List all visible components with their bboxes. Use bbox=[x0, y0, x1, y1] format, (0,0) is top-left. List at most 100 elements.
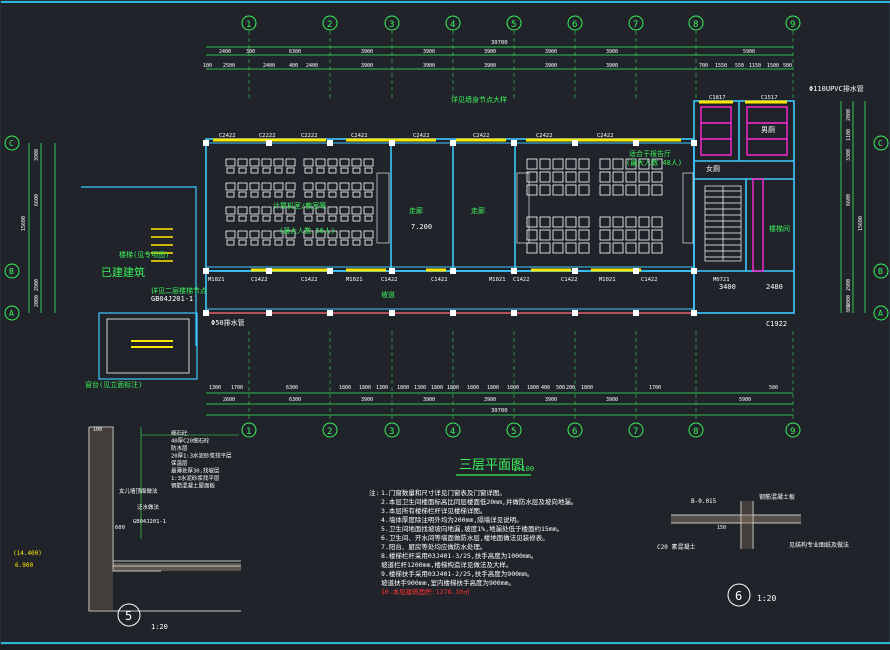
dim-bottom-r1: 1800 bbox=[487, 385, 499, 391]
axis-bubble-top-7: 7 bbox=[628, 15, 644, 31]
label-elev: 7.200 bbox=[411, 223, 432, 231]
note-line: 1.门窗数量和尺寸详见门窗表及门窗详图。 bbox=[381, 488, 506, 497]
dim-bottom-r2: 5900 bbox=[739, 397, 751, 403]
axis-label-top: 4 bbox=[450, 20, 455, 30]
axis-bubble-right-B: B bbox=[873, 263, 889, 279]
dim-left-inner: 3900 bbox=[34, 149, 40, 161]
dim-bottom-r1: 400 bbox=[541, 385, 550, 391]
d5-ref: GB04J201-1 bbox=[133, 519, 166, 525]
dim-right-inner: 1100 bbox=[846, 129, 852, 141]
axis-bubble-top-6: 6 bbox=[567, 15, 583, 31]
label-hall-2: 走廊 bbox=[471, 206, 485, 215]
axis-bubble-bottom-7: 7 bbox=[628, 422, 644, 438]
label-stair-note: 楼梯(见专项图) bbox=[119, 250, 169, 259]
d6-note-br: 见结构专业图纸及做法 bbox=[789, 541, 849, 549]
axis-label-top: 1 bbox=[246, 20, 251, 30]
axis-label-bottom: 9 bbox=[790, 427, 795, 437]
note-line: 6.卫生间、开水间等墙面做防水层,楼地面做法见装修表。 bbox=[381, 533, 549, 542]
label-classroom-right-note-sub: (最大人数 48人) bbox=[626, 158, 682, 167]
d5-elev2: 6.900 bbox=[15, 562, 33, 569]
dim-top-r2: 1500 bbox=[767, 63, 779, 69]
dim-top-r2: 1550 bbox=[715, 63, 727, 69]
axis-bubble-top-4: 4 bbox=[445, 15, 461, 31]
note-line: 3.本层所有楼梯栏杆详见楼梯详图。 bbox=[381, 506, 486, 515]
axis-label-bottom: 7 bbox=[633, 427, 638, 437]
dim-top-r1: 3900 bbox=[361, 49, 373, 55]
dim-bottom-r2: 2600 bbox=[223, 397, 235, 403]
dim-bottom-r2: 3900 bbox=[484, 397, 496, 403]
d5-dim-100: 100 bbox=[93, 427, 102, 433]
note-line: 坡道栏杆1200mm,楼梯构造详见做法及大样。 bbox=[381, 560, 512, 569]
axis-label-bottom: 1 bbox=[246, 427, 251, 437]
dim-top-r1: 2400 bbox=[219, 49, 231, 55]
window-label-mid: C1422 bbox=[641, 277, 658, 283]
dim-bottom-r2: 3900 bbox=[423, 397, 435, 403]
detail5-layer: 防水层 bbox=[171, 444, 188, 452]
axis-label-top: 8 bbox=[693, 20, 698, 30]
dim-bottom-r1: 1800 bbox=[467, 385, 479, 391]
d6-note-top: B-0.015 bbox=[691, 498, 717, 505]
dim-top-r2: 3900 bbox=[545, 63, 557, 69]
detail5-layer: 20厚1:3水泥砂浆找平层 bbox=[171, 452, 232, 460]
main-stair bbox=[704, 185, 742, 262]
axis-label-top: 5 bbox=[511, 20, 516, 30]
note-line: 坡道扶手900mm,室内楼梯扶手高度为900mm。 bbox=[381, 578, 515, 587]
label-hall-1: 走廊 bbox=[409, 206, 423, 215]
window-label-top: C2422 bbox=[351, 133, 368, 139]
detail5-layer: 钢筋混凝土屋面板 bbox=[171, 482, 216, 490]
dim-right-inner: 300 bbox=[846, 304, 852, 313]
axis-bubble-top-1: 1 bbox=[241, 15, 257, 31]
plan-title: 三层平面图 bbox=[459, 458, 524, 473]
dim-left-outer: 15600 bbox=[21, 216, 27, 231]
dimension-lines-group bbox=[28, 46, 866, 416]
dim-top-r2: 550 bbox=[735, 63, 744, 69]
bottom-border-stripe bbox=[1, 642, 890, 644]
axis-label-bottom: 5 bbox=[511, 427, 516, 437]
window-label-mid: M1021 bbox=[489, 277, 506, 283]
axis-label-top: 9 bbox=[790, 20, 795, 30]
axis-bubble-bottom-6: 6 bbox=[567, 422, 583, 438]
axis-label-bottom: 4 bbox=[450, 427, 455, 437]
axis-label-left: C bbox=[9, 139, 14, 148]
dim-top-r2: 1150 bbox=[749, 63, 761, 69]
room-labels: 计算机室/教室等 (最大人数 56人) 走廊 走廊 7.200 适合于报告厅 (… bbox=[85, 84, 864, 389]
axis-label-left: A bbox=[9, 309, 14, 318]
label-existing: 已建建筑 bbox=[101, 265, 145, 279]
dim-bottom-r1: 1800 bbox=[397, 385, 409, 391]
dim-bottom-r1: 200 bbox=[566, 385, 575, 391]
axis-bubble-top-3: 3 bbox=[384, 15, 400, 31]
toilet-partitions bbox=[700, 106, 788, 272]
label-stair-ref: 详见二层楼梯节点 bbox=[151, 286, 207, 295]
d6-note-bl: C20 素混凝土 bbox=[657, 543, 695, 551]
window-label-mid: C1422 bbox=[513, 277, 530, 283]
label-dim-3400: 3400 bbox=[719, 283, 736, 291]
axis-label-bottom: 2 bbox=[327, 427, 332, 437]
dim-left-inner: 2000 bbox=[34, 295, 40, 307]
axis-bubble-bottom-1: 1 bbox=[241, 422, 257, 438]
axis-bubble-left-A: A bbox=[4, 305, 20, 321]
window-label-mid: C1422 bbox=[561, 277, 578, 283]
window-label-top: C2422 bbox=[473, 133, 490, 139]
window-label-top: C1517 bbox=[761, 95, 778, 101]
dim-top-r1: 3900 bbox=[545, 49, 557, 55]
window-bands bbox=[213, 100, 787, 272]
axis-label-top: 3 bbox=[389, 20, 394, 30]
label-c1922: C1922 bbox=[766, 320, 787, 328]
label-wc-female: 女厕 bbox=[706, 164, 720, 173]
dim-bottom-r2: 3900 bbox=[606, 397, 618, 403]
axis-bubble-right-A: A bbox=[873, 305, 889, 321]
dim-bottom-r1: 6300 bbox=[286, 385, 298, 391]
note-line: 2.本层卫生间楼面标高比同层楼面低20mm,并做防水层及坡向地漏。 bbox=[381, 497, 577, 506]
note-line: 7.阳台、厨房等处均应做防水处理。 bbox=[381, 542, 486, 551]
grid-axis-left-group: CBA bbox=[4, 135, 20, 321]
dim-right-inner: 3300 bbox=[846, 149, 852, 161]
axis-bubble-bottom-9: 9 bbox=[785, 422, 801, 438]
d5-elev: (14.400) bbox=[13, 550, 42, 557]
dim-bottom-r1: 1800 bbox=[339, 385, 351, 391]
dim-left-inner: 6600 bbox=[34, 194, 40, 206]
axis-bubble-left-C: C bbox=[4, 135, 20, 151]
note-line: 5.卫生间地面找坡坡向地漏,坡度1%,地漏处低于楼面约15mm。 bbox=[381, 524, 563, 533]
notes-heading: 注: bbox=[369, 488, 379, 497]
